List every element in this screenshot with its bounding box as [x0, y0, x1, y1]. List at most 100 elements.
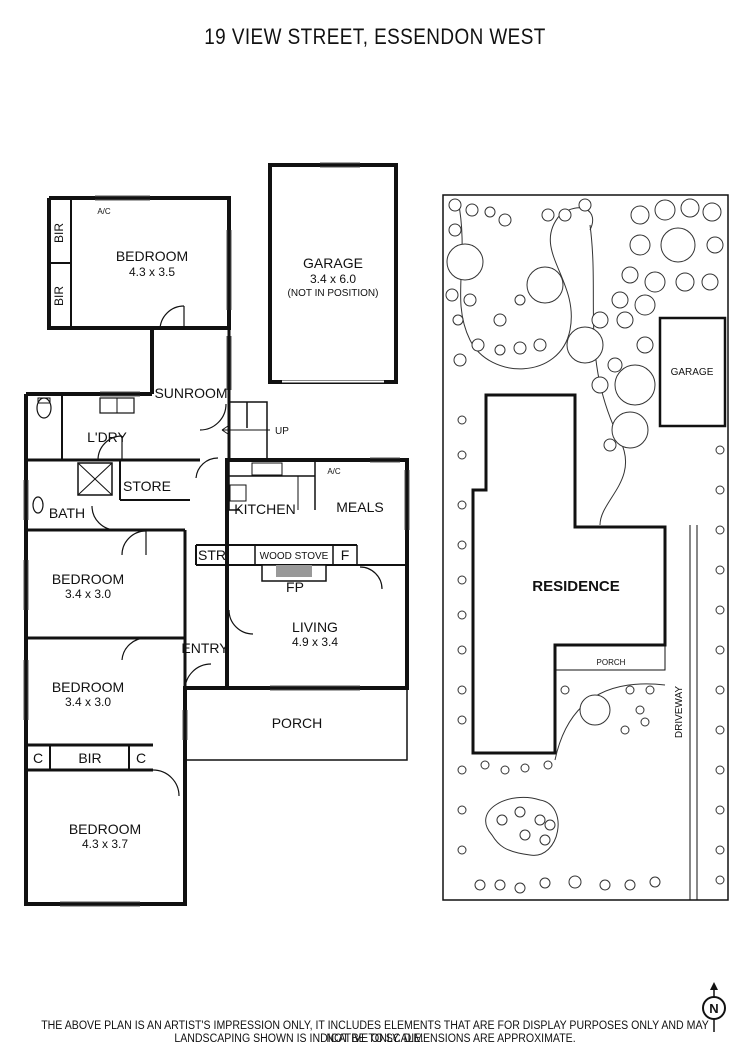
- shrub-icon: [603, 438, 617, 452]
- shrub-icon: [715, 525, 725, 535]
- bir-bottom-label: BIR: [78, 750, 101, 766]
- bedroom-3-name: BEDROOM: [52, 679, 124, 695]
- living-name: LIVING: [292, 619, 338, 635]
- c-right-label: C: [136, 750, 146, 766]
- shrub-icon: [675, 272, 695, 292]
- shrub-icon: [566, 326, 604, 364]
- disclaimer-line-1: THE ABOVE PLAN IS AN ARTIST'S IMPRESSION…: [41, 1020, 709, 1045]
- shrub-icon: [480, 760, 490, 770]
- driveway-label: DRIVEWAY: [674, 686, 685, 739]
- shrub-icon: [715, 645, 725, 655]
- shrub-icon: [568, 875, 582, 889]
- shrub-icon: [715, 605, 725, 615]
- shrub-icon: [484, 206, 496, 218]
- garage-name: GARAGE: [303, 255, 363, 271]
- entry-label: ENTRY: [181, 640, 229, 656]
- porch-label: PORCH: [272, 715, 323, 731]
- bedroom-bottom-name: BEDROOM: [69, 821, 141, 837]
- shrub-icon: [544, 819, 556, 831]
- shrub-icon: [591, 376, 609, 394]
- shrub-icon: [701, 273, 719, 291]
- disclaimer-line-2: LANDSCAPING SHOWN IS INDICATIVE ONLY. DI…: [174, 1033, 576, 1045]
- sunroom-label: SUNROOM: [154, 385, 227, 401]
- shrub-icon: [457, 845, 467, 855]
- wood-stove-label: WOOD STOVE: [260, 551, 329, 562]
- shrub-icon: [519, 829, 531, 841]
- shrub-icon: [457, 645, 467, 655]
- shrub-icon: [702, 202, 722, 222]
- shrub-icon: [457, 805, 467, 815]
- shrub-icon: [715, 485, 725, 495]
- kitchen-label: KITCHEN: [234, 501, 295, 517]
- bedroom-2-dims: 3.4 x 3.0: [65, 587, 111, 601]
- shrub-icon: [457, 685, 467, 695]
- up-label: UP: [275, 426, 289, 437]
- shrub-icon: [680, 198, 700, 218]
- shrub-icon: [514, 294, 526, 306]
- room-labels: BEDROOM 4.3 x 3.5 BIR BIR A/C SUNROOM L'…: [33, 207, 384, 851]
- shrub-icon: [541, 208, 555, 222]
- floor-plan: [23, 162, 410, 907]
- shrub-icon: [520, 763, 530, 773]
- shrub-icon: [629, 234, 651, 256]
- shrub-icon: [660, 227, 696, 263]
- bedroom-top-name: BEDROOM: [116, 248, 188, 264]
- shrub-icon: [715, 875, 725, 885]
- bedroom-bottom-dims: 4.3 x 3.7: [82, 837, 128, 851]
- shrub-icon: [579, 694, 611, 726]
- shrub-icon: [514, 806, 526, 818]
- shrub-icon: [616, 311, 634, 329]
- shrub-icon: [620, 725, 630, 735]
- store-label: STORE: [123, 478, 171, 494]
- ac-top: A/C: [97, 207, 111, 216]
- bedroom-2-name: BEDROOM: [52, 571, 124, 587]
- shrub-icon: [457, 610, 467, 620]
- shrub-icon: [607, 357, 623, 373]
- shrub-icon: [446, 243, 484, 281]
- shrub-icon: [560, 685, 570, 695]
- shrub-icon: [599, 879, 611, 891]
- shrub-icon: [513, 341, 527, 355]
- shrub-icon: [526, 266, 564, 304]
- shrub-icon: [715, 685, 725, 695]
- garage-dims: 3.4 x 6.0: [310, 272, 356, 286]
- shrub-icon: [457, 500, 467, 510]
- shrub-icon: [578, 198, 592, 212]
- site-porch-label: PORCH: [597, 658, 626, 667]
- meals-label: MEALS: [336, 499, 383, 515]
- shrub-icon: [558, 208, 572, 222]
- laundry-label: L'DRY: [87, 429, 127, 445]
- shrub-icon: [494, 344, 506, 356]
- shrub-icon: [636, 336, 654, 354]
- shrub-icon: [644, 271, 666, 293]
- shrub-icon: [706, 236, 724, 254]
- str-label: STR: [198, 547, 226, 563]
- shrub-icon: [534, 814, 546, 826]
- shrub-icon: [496, 814, 508, 826]
- shrub-icon: [539, 834, 551, 846]
- bath-label: BATH: [49, 505, 85, 521]
- shrub-icon: [611, 291, 629, 309]
- c-left-label: C: [33, 750, 43, 766]
- shrub-icon: [624, 879, 636, 891]
- shrub-icon: [611, 411, 649, 449]
- shrub-icon: [452, 314, 464, 326]
- site-plan: RESIDENCE GARAGE PORCH DRIVEWAY: [442, 194, 729, 901]
- shrub-icon: [474, 879, 486, 891]
- shrub-icon: [471, 338, 485, 352]
- shrub-icon: [494, 879, 506, 891]
- shrub-icon: [498, 213, 512, 227]
- shrub-icon: [493, 313, 507, 327]
- fp-label: FP: [286, 579, 304, 595]
- shrub-icon: [715, 845, 725, 855]
- shrub-icon: [457, 415, 467, 425]
- shrub-icon: [654, 199, 676, 221]
- shrub-icon: [715, 565, 725, 575]
- shrub-icon: [539, 877, 551, 889]
- shrub-icon: [715, 765, 725, 775]
- shrub-icon: [634, 294, 656, 316]
- f-label: F: [341, 547, 350, 563]
- garage-note: (NOT IN POSITION): [288, 288, 379, 299]
- bedroom-3-dims: 3.4 x 3.0: [65, 695, 111, 709]
- shrub-icon: [715, 445, 725, 455]
